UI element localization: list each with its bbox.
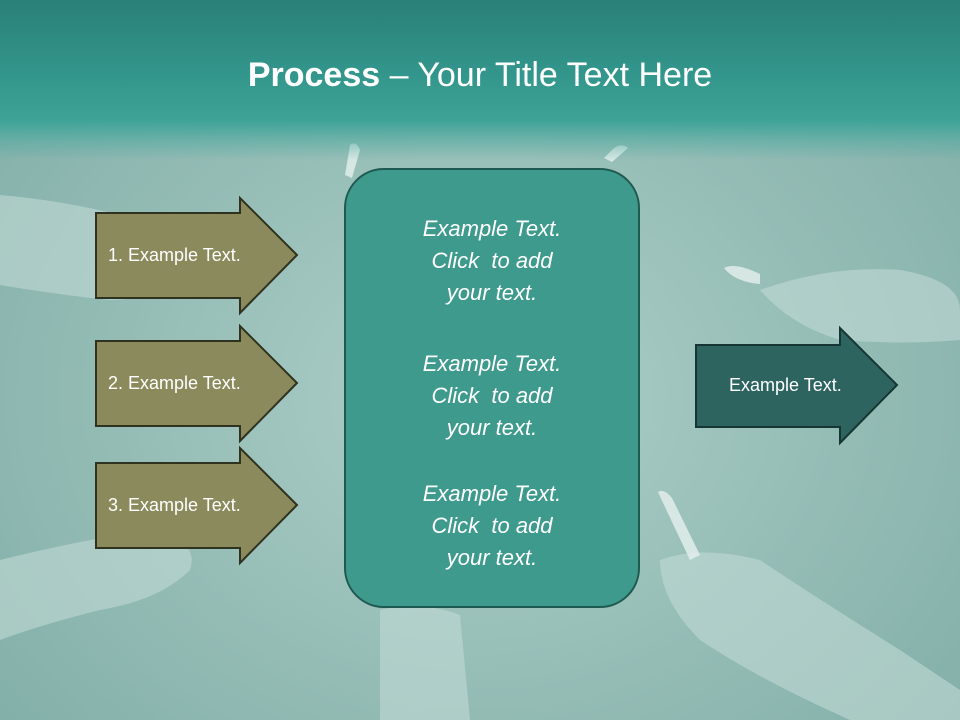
title-banner	[0, 0, 960, 160]
left-arrow-2-label: 2. Example Text.	[108, 373, 241, 393]
center-item-3-line2: Click to add	[431, 513, 553, 538]
right-arrow-label: Example Text.	[729, 375, 842, 395]
left-arrow-3-label: 3. Example Text.	[108, 495, 241, 515]
left-arrow-1[interactable]	[95, 195, 299, 316]
center-item-3-line1: Example Text.	[422, 481, 562, 506]
center-item-2-line2: Click to add	[431, 383, 553, 408]
page-title: Process – Your Title Text Here	[0, 52, 960, 98]
center-content-box[interactable]	[344, 168, 640, 608]
center-item-2-line3: your text.	[446, 415, 538, 440]
center-item-1[interactable]: Example Text. Click to add your text.	[344, 213, 640, 309]
center-item-2[interactable]: Example Text. Click to add your text.	[344, 348, 640, 444]
center-item-1-line1: Example Text.	[422, 216, 562, 241]
center-item-3-line3: your text.	[446, 545, 538, 570]
title-bold: Process	[247, 56, 381, 94]
center-item-1-line3: your text.	[446, 280, 538, 305]
center-item-3[interactable]: Example Text. Click to add your text.	[344, 478, 640, 574]
left-arrow-2[interactable]	[95, 323, 299, 444]
title-rest: – Your Title Text Here	[380, 56, 713, 94]
center-item-2-line1: Example Text.	[422, 351, 562, 376]
center-item-1-line2: Click to add	[431, 248, 553, 273]
right-arrow[interactable]	[695, 325, 899, 446]
left-arrow-1-label: 1. Example Text.	[108, 245, 241, 265]
left-arrow-3[interactable]	[95, 445, 299, 566]
